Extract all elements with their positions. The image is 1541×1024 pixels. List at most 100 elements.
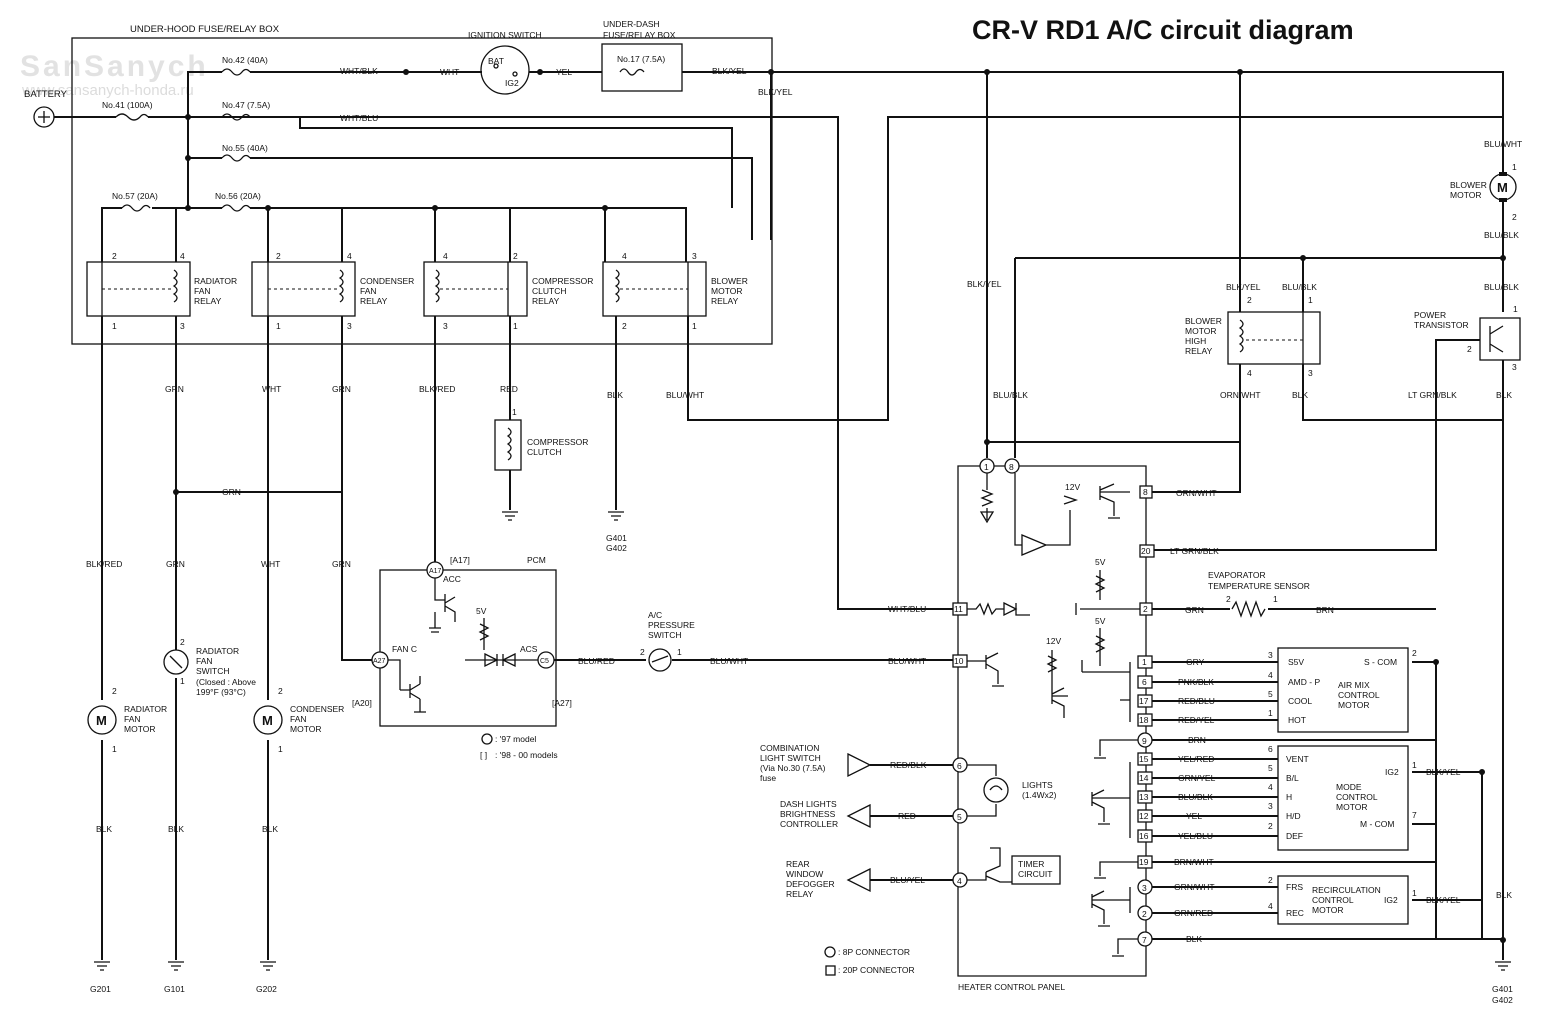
svg-text:BRIGHTNESS: BRIGHTNESS [780,809,836,819]
svg-text:2: 2 [1143,604,1148,614]
svg-text:RELAY: RELAY [1185,346,1213,356]
svg-text:No.55 (40A): No.55 (40A) [222,143,268,153]
svg-text:CONTROL: CONTROL [1336,792,1378,802]
radiator-fan-motor: M 2 1 RADIATOR FAN MOTOR [87,686,167,754]
svg-text:M: M [1497,180,1508,195]
panel-pin-7: 7 [1137,931,1153,947]
svg-text:3: 3 [692,251,697,261]
svg-text:199°F (93°C): 199°F (93°C) [196,687,246,697]
svg-text:No.42 (40A): No.42 (40A) [222,55,268,65]
ground-g202: G202 [256,961,277,994]
svg-text:RELAY: RELAY [711,296,739,306]
blower-motor: M 1 2 BLOWER MOTOR [1450,162,1517,222]
svg-text:BLOWER: BLOWER [711,276,748,286]
svg-text:7: 7 [1412,810,1417,820]
svg-text:CONTROLLER: CONTROLLER [780,819,838,829]
svg-text:1: 1 [1512,162,1517,172]
svg-text:fuse: fuse [760,773,776,783]
svg-text:FUSE/RELAY BOX: FUSE/RELAY BOX [603,30,676,40]
power-transistor: POWER TRANSISTOR 1 2 3 [1414,304,1521,372]
heater-control-panel: HEATER CONTROL PANEL [957,465,1147,992]
panel-pin-3: 3 [1137,879,1153,895]
panel-pin-2: 2 [1139,602,1153,616]
svg-text:5: 5 [957,812,962,822]
svg-text:8: 8 [1143,487,1148,497]
svg-text:BATTERY: BATTERY [24,89,68,100]
wire-yel-2: YEL [1186,811,1202,821]
compressor-clutch-relay: COMPRESSOR CLUTCH RELAY 4 2 3 1 [423,251,593,331]
mode-control-motor: 6 5 4 3 2 VENT B/L H H/D DEF IG2 1 M - C… [1268,744,1417,851]
svg-text:4: 4 [1268,670,1273,680]
wire-red-blu: RED/BLU [1178,696,1215,706]
svg-text:1: 1 [984,462,989,472]
fuse-no41: No.41 (100A) [102,100,153,121]
wire-wht-1: WHT [262,384,281,394]
panel-pin-12: 12 [1137,809,1153,823]
svg-text:2: 2 [276,251,281,261]
panel-pin-9: 9 [1137,732,1153,748]
svg-text:2: 2 [1226,594,1231,604]
wire-blu-blk-1: BLU/BLK [1484,230,1519,240]
timer-circuit: TIMER CIRCUIT [967,847,1061,885]
svg-text:DASH LIGHTS: DASH LIGHTS [780,799,837,809]
svg-text:1: 1 [180,676,185,686]
fan-wiring [101,316,372,960]
underdash-fuse-relay-box: UNDER-DASH FUSE/RELAY BOX No.17 (7.5A) [601,19,683,92]
svg-text:COMPRESSOR: COMPRESSOR [527,437,588,447]
svg-text:SWITCH: SWITCH [196,666,230,676]
svg-text:9: 9 [1142,736,1147,746]
svg-text:12: 12 [1139,811,1149,821]
wire-grn-1: GRN [165,384,184,394]
condenser-fan-motor: M 2 1 CONDENSER FAN MOTOR [253,686,344,754]
evaporator-temp-sensor: EVAPORATOR TEMPERATURE SENSOR 2 1 [1208,570,1310,618]
svg-text:A/C: A/C [648,610,662,620]
svg-text:M - COM: M - COM [1360,819,1394,829]
svg-text:REC: REC [1286,908,1304,918]
panel-pin-20: 20 [1139,544,1155,558]
wire-blk-yel-down: BLK/YEL [758,87,793,97]
svg-text:[A27]: [A27] [552,698,572,708]
svg-text:2: 2 [1467,344,1472,354]
wire-blk-yel-6: BLK/YEL [1426,895,1461,905]
ignition-switch: BAT IG2 IGNITION SWITCH [468,30,542,95]
wire-wht-2: WHT [261,559,280,569]
svg-text:IG2: IG2 [1385,767,1399,777]
svg-text:MOTOR: MOTOR [1336,802,1367,812]
wire-blk-yel-5: BLK/YEL [1426,767,1461,777]
svg-text:3: 3 [1512,362,1517,372]
wire-wht: WHT [440,67,459,77]
svg-text:(Via No.30 (7.5A): (Via No.30 (7.5A) [760,763,826,773]
svg-text:6: 6 [1268,744,1273,754]
svg-text:5V: 5V [1095,616,1106,626]
svg-text:COOL: COOL [1288,696,1312,706]
svg-text:8: 8 [1009,462,1014,472]
svg-text:2: 2 [1412,648,1417,658]
svg-text:4: 4 [1247,368,1252,378]
wire-blk-3: BLK [262,824,278,834]
wire-blk-8: BLK [1186,934,1202,944]
watermark-url: www.sansanych-honda.ru [21,82,194,99]
svg-text:RELAY: RELAY [194,296,222,306]
svg-text:2: 2 [1512,212,1517,222]
svg-text:IGNITION SWITCH: IGNITION SWITCH [468,30,542,40]
svg-text:3: 3 [1268,650,1273,660]
svg-text:(Closed : Above: (Closed : Above [196,677,256,687]
svg-text:14: 14 [1139,773,1149,783]
wire-gry: GRY [1186,657,1205,667]
svg-text:: '97 model: : '97 model [495,734,536,744]
svg-text:(1.4Wx2): (1.4Wx2) [1022,790,1057,800]
main-feed-wires [54,71,753,240]
svg-text:17: 17 [1139,696,1149,706]
wire-wht-blu-panel: WHT/BLU [888,604,926,614]
svg-text:CIRCUIT: CIRCUIT [1018,869,1052,879]
wire-red-blk: RED/BLK [890,760,927,770]
svg-text:No.41 (100A): No.41 (100A) [102,100,153,110]
svg-text:FAN: FAN [196,656,213,666]
wire-blu-yel: BLU/YEL [890,875,925,885]
svg-text:TRANSISTOR: TRANSISTOR [1414,320,1469,330]
svg-text:2: 2 [1247,295,1252,305]
panel-pin-14: 14 [1137,771,1153,785]
svg-text:CONTROL: CONTROL [1312,895,1354,905]
svg-text:6: 6 [957,761,962,771]
svg-text:3: 3 [347,321,352,331]
